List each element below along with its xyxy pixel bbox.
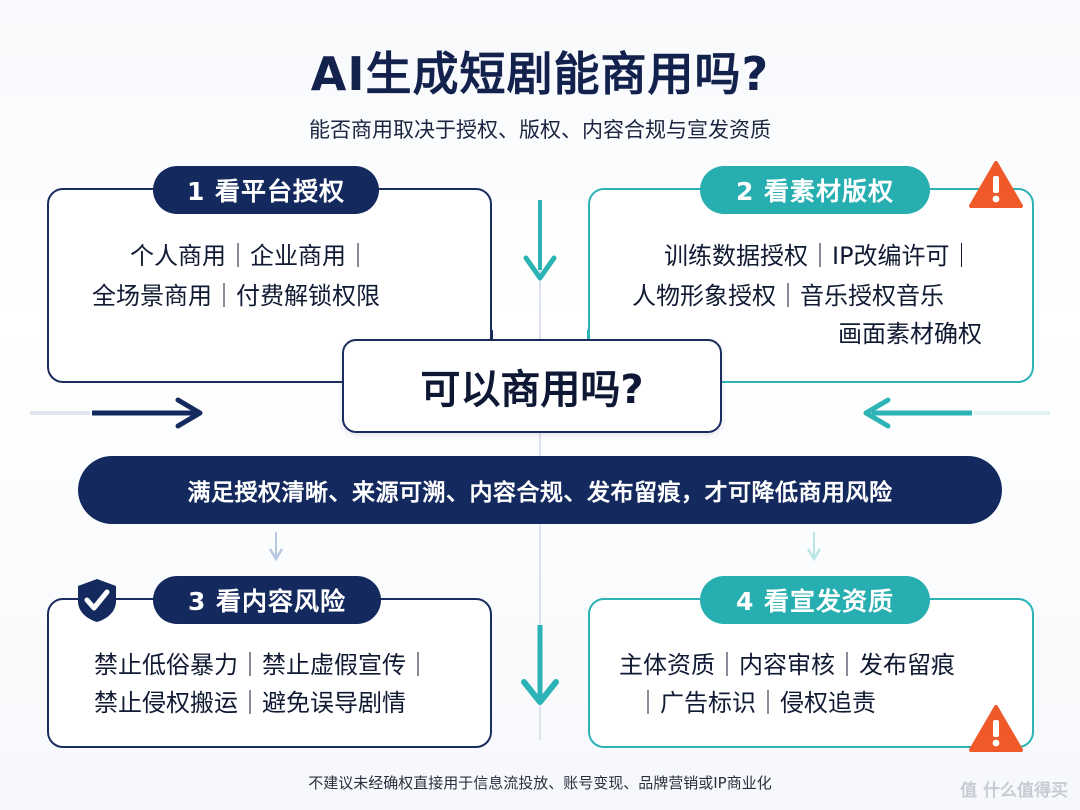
arrow-right-left-icon: [30, 397, 203, 429]
arrow-down-small-left-icon: [268, 532, 284, 562]
conclusion-banner: 满足授权清晰、来源可溯、内容合规、发布留痕，才可降低商用风险: [78, 456, 1002, 524]
page-subtitle: 能否商用取决于授权、版权、内容合规与宣发资质: [309, 118, 771, 142]
site-watermark: 值 什么值得买: [960, 781, 1068, 801]
center-question-box: 可以商用吗?: [342, 339, 722, 433]
page-title: AI生成短剧能商用吗?: [310, 47, 770, 101]
arrow-down-top-icon: [523, 200, 557, 281]
card-content-risk-line-1: 禁止低俗暴力｜禁止虚假宣传｜: [94, 651, 430, 679]
card-platform-license-line-1: 个人商用｜企业商用｜: [130, 242, 370, 270]
checkmark-badge-icon: [78, 579, 116, 622]
card-material-copyright-line-2: 人物形象授权｜音乐授权音乐: [632, 282, 944, 310]
card-material-copyright-line-1: 训练数据授权｜IP改编许可｜: [664, 242, 974, 270]
card-content-risk-label: 3 看内容风险: [153, 576, 381, 624]
arrow-down-small-right-icon: [806, 532, 822, 562]
card-promotion-qualification-label: 4 看宣发资质: [700, 576, 930, 624]
card-promotion-qualification-line-2: ｜广告标识｜侵权追责: [636, 689, 876, 717]
warning-triangle-icon: [969, 705, 1023, 752]
card-platform-license-line-2: 全场景商用｜付费解锁权限: [92, 282, 380, 310]
card-platform-license-label: 1 看平台授权: [153, 166, 379, 214]
arrow-left-right-icon: [863, 397, 1050, 429]
footer-note: 不建议未经确权直接用于信息流投放、账号变现、品牌营销或IP商业化: [308, 774, 772, 792]
arrow-down-bottom-icon: [521, 625, 559, 705]
card-material-copyright-label: 2 看素材版权: [700, 166, 930, 214]
card-promotion-qualification-line-1: 主体资质｜内容审核｜发布留痕: [619, 651, 955, 679]
card-content-risk-line-2: 禁止侵权搬运｜避免误导剧情: [94, 689, 406, 717]
warning-triangle-icon: [969, 161, 1023, 208]
card-material-copyright-line-3: 画面素材确权: [838, 320, 982, 348]
